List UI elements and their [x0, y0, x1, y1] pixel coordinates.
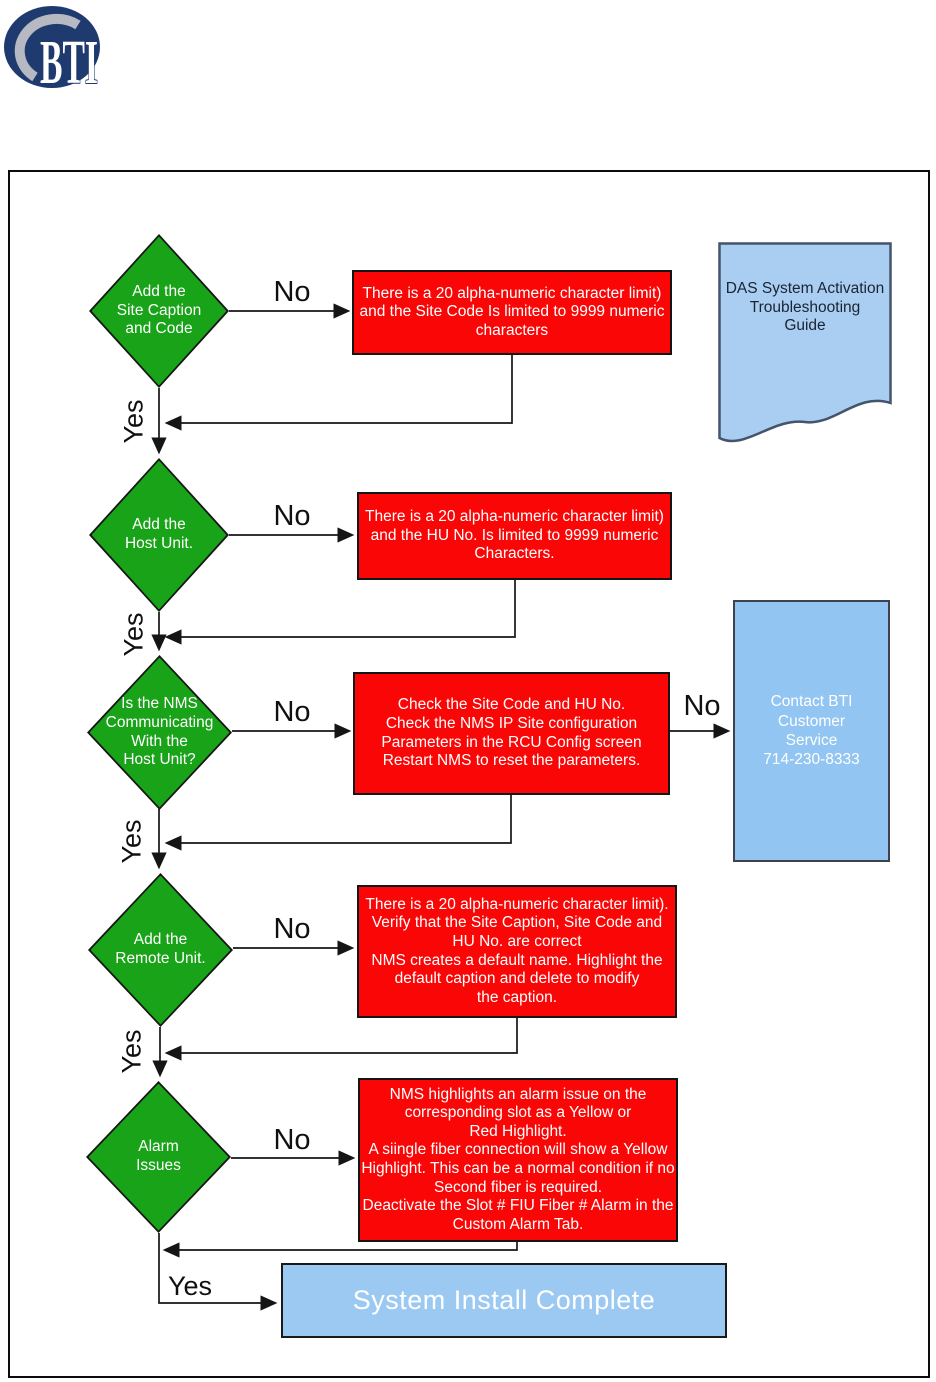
no-label-3: No — [273, 696, 311, 728]
yes-label-1: Yes — [118, 399, 149, 444]
document-shape — [718, 242, 892, 443]
yes-label-5: Yes — [167, 1271, 213, 1301]
yes-label-3: Yes — [116, 819, 147, 864]
action-alarm-highlight: NMS highlights an alarm issue on the cor… — [358, 1078, 678, 1242]
terminal-system-install-complete: System Install Complete — [281, 1263, 727, 1338]
document-das-guide: DAS System Activation Troubleshooting Gu… — [718, 242, 892, 454]
yes-label-2: Yes — [118, 612, 149, 657]
decision-label: Add the Remote Unit. — [115, 931, 206, 967]
decision-nms-communicating: Is the NMS Communicating With the Host U… — [87, 655, 232, 810]
decision-host-unit: Add the Host Unit. — [89, 458, 229, 612]
bti-logo: BTI — [4, 6, 100, 93]
decision-label: Alarm Issues — [136, 1138, 181, 1174]
document-label: DAS System Activation Troubleshooting Gu… — [725, 280, 885, 335]
yes-label-4: Yes — [116, 1029, 147, 1074]
contact-bti-box: Contact BTI Customer Service 714-230-833… — [733, 600, 890, 862]
decision-label: Add the Site Caption and Code — [116, 283, 202, 338]
decision-remote-unit: Add the Remote Unit. — [88, 873, 233, 1027]
no-label-2: No — [273, 500, 311, 532]
no-label-5: No — [273, 1124, 311, 1156]
decision-alarm-issues: Alarm Issues — [86, 1081, 231, 1233]
no-label-3b: No — [683, 690, 721, 722]
action-site-code-limit: There is a 20 alpha-numeric character li… — [352, 270, 672, 355]
action-hu-no-limit: There is a 20 alpha-numeric character li… — [357, 492, 672, 580]
action-remote-unit-caption: There is a 20 alpha-numeric character li… — [357, 885, 677, 1018]
bti-logo-text: BTI — [40, 29, 98, 93]
no-label-4: No — [273, 913, 311, 945]
no-label-1: No — [273, 276, 311, 308]
action-check-nms-config: Check the Site Code and HU No. Check the… — [353, 672, 670, 795]
decision-label: Add the Host Unit. — [124, 516, 194, 552]
decision-site-caption: Add the Site Caption and Code — [89, 234, 229, 388]
decision-label: Is the NMS Communicating With the Host U… — [105, 695, 214, 769]
